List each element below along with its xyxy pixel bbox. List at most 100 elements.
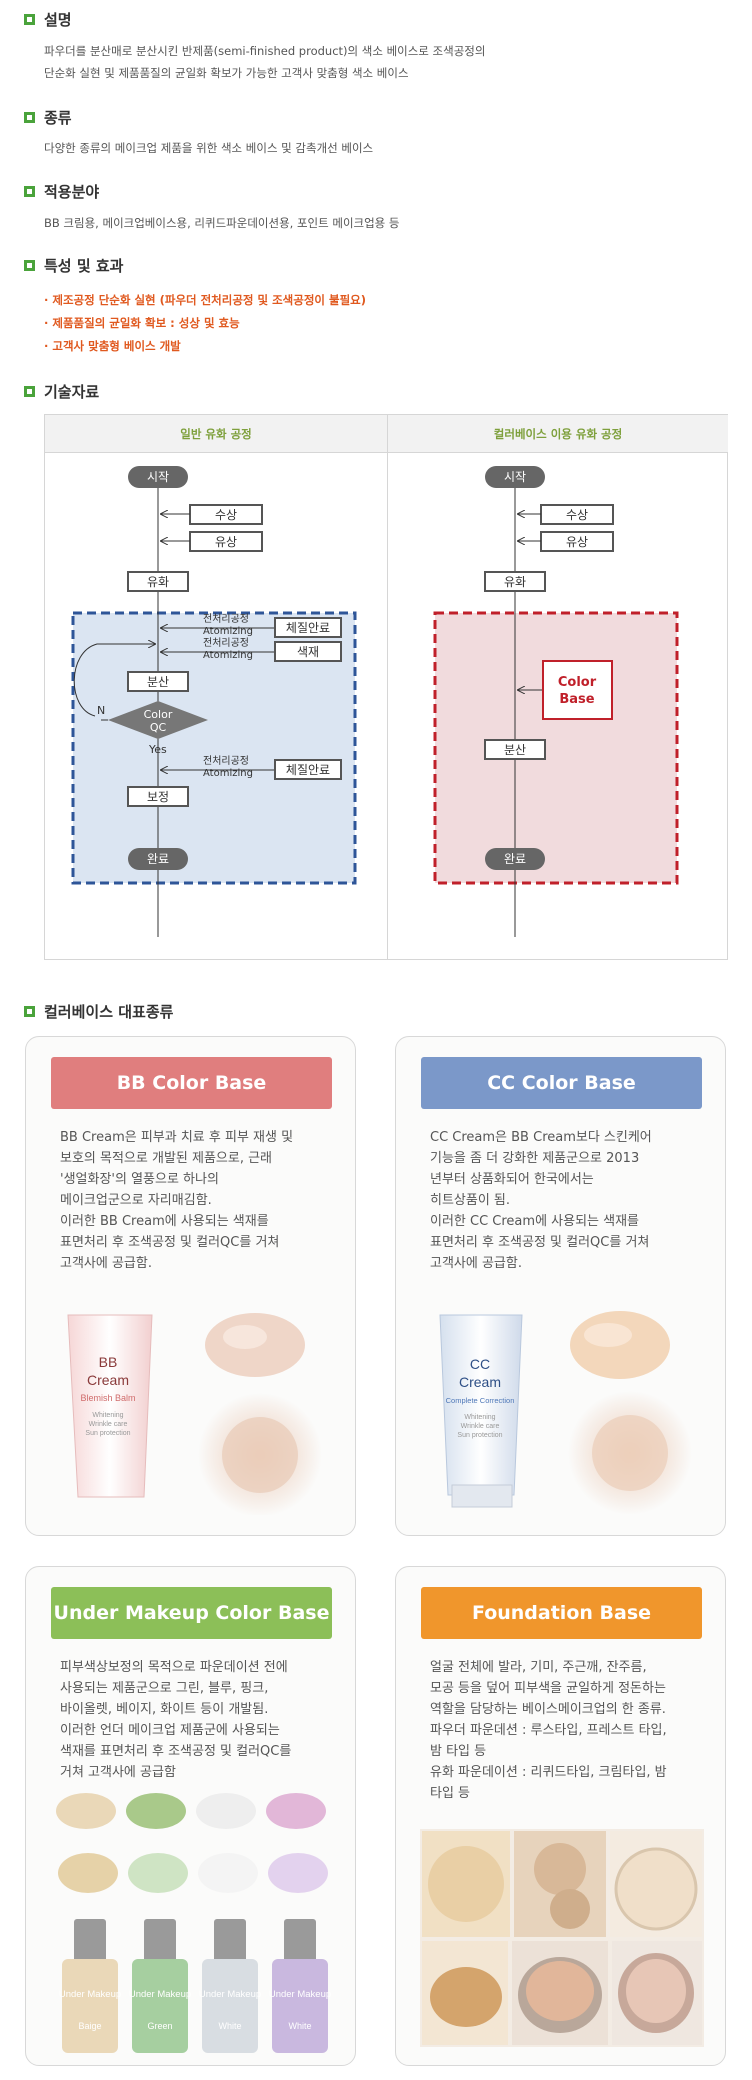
col-header-right: 컬러베이스 이용 유화 공정 [388, 415, 728, 453]
card-title: CC Color Base [421, 1057, 702, 1109]
powder-white [196, 1793, 256, 1829]
card-title: Foundation Base [421, 1587, 702, 1639]
description-line-2: 단순화 실현 및 제품품질의 균일화 확보가 가능한 고객사 맞춤형 색소 베이… [44, 66, 409, 80]
water-phase-label: 수상 [566, 508, 588, 522]
bullet-square-icon [24, 185, 35, 197]
qc-label-2: QC [150, 721, 167, 734]
heading-features: 특성 및 효과 [24, 256, 123, 275]
card-title: Under Makeup Color Base [51, 1587, 332, 1639]
emulsify-label: 유화 [504, 575, 526, 589]
bb-product-photo: BB Cream Blemish Balm Whitening Wrinkle … [67, 1313, 322, 1515]
applications-text: BB 크림용, 메이크업베이스용, 리퀴드파운데이션용, 포인트 메이크업용 등 [44, 216, 400, 230]
feature-item: · 고객사 맞춤형 베이스 개발 [44, 339, 181, 353]
bottle-violet: Under Makeup White [269, 1919, 331, 2053]
bottle-white: Under Makeup White [199, 1919, 261, 2053]
disperse-box [127, 671, 189, 692]
bullet-square-icon [24, 259, 35, 271]
heading-applications: 적용분야 [24, 182, 99, 201]
process-comparison-table: 일반 유화 공정 컬러베이스 이용 유화 공정 시작 수상 유상 유화 전처리공… [44, 414, 728, 960]
tube-text: Blemish Balm [80, 1393, 135, 1403]
disperse-label: 분산 [504, 743, 526, 757]
svg-text:Baige: Baige [78, 2021, 101, 2031]
column-divider [387, 415, 388, 959]
tube-text: Wrinkle care [461, 1423, 500, 1430]
end-label: 완료 [147, 852, 169, 866]
adjust-label: 보정 [147, 790, 169, 804]
svg-text:White: White [288, 2021, 311, 2031]
disperse-box [484, 739, 546, 760]
feature-item: · 제품품질의 균일화 확보 : 성상 및 효능 [44, 316, 240, 330]
oil-phase-label: 유상 [566, 535, 588, 549]
card-bb-color-base: BB Color Base BB Cream은 피부과 치료 후 피부 재생 및… [25, 1036, 356, 1536]
color-base-box [542, 660, 613, 720]
cc-tube [439, 1314, 523, 1496]
heading-tech: 기술자료 [24, 382, 99, 401]
tube-text: Wrinkle care [89, 1421, 128, 1428]
cream-beige [58, 1853, 118, 1893]
qc-label-1: Color [144, 708, 173, 721]
tube-text: Sun protection [457, 1432, 502, 1439]
disperse-label: 분산 [147, 675, 169, 689]
atomizing3-label: Atomizing [203, 768, 253, 779]
oil-phase-label: 유상 [215, 535, 237, 549]
bullet-square-icon [24, 1005, 35, 1017]
tube-text: Cream [87, 1372, 129, 1388]
card-cc-color-base: CC Color Base CC Cream은 BB Cream보다 스킨케어 … [395, 1036, 726, 1536]
card-description: 얼굴 전체에 발라, 기미, 주근깨, 잔주름, 모공 등을 덮어 피부색을 균… [430, 1660, 667, 1801]
foundation-product-photo [420, 1829, 704, 2047]
tube-text: Complete Correction [446, 1396, 515, 1405]
bb-tube [67, 1314, 153, 1498]
flow-diagram-left: 시작 수상 유상 유화 전처리공정 Atomizing 체질안료 전처리공정 A… [71, 466, 357, 937]
powder-pink [266, 1793, 326, 1829]
atomizing1-label: Atomizing [203, 626, 253, 637]
bottle-baige: Under Makeup Baige [59, 1919, 121, 2053]
body-pigment-box [274, 617, 342, 638]
description-line-1: 파우더를 분산매로 분산시킨 반제품(semi-finished product… [44, 44, 486, 58]
start-node [128, 466, 188, 488]
card-title: BB Color Base [51, 1057, 332, 1109]
svg-text:Under Makeup: Under Makeup [199, 1989, 261, 2000]
start-node [485, 466, 545, 488]
bullet-square-icon [24, 111, 35, 123]
powder-beige [56, 1793, 116, 1829]
under-makeup-product-photo: Under Makeup Baige Under Makeup Green Un… [56, 1793, 331, 2053]
bottle-green: Under Makeup Green [129, 1919, 191, 2053]
emulsify-box [127, 571, 189, 592]
end-label: 완료 [504, 852, 526, 866]
no-label: N [97, 704, 105, 717]
cream-white [198, 1853, 258, 1893]
body-pigment-label: 체질안료 [286, 621, 330, 635]
color-base-label-2: Base [559, 692, 594, 707]
cc-product-photo: CC Cream Complete Correction Whitening W… [439, 1311, 692, 1515]
flow-diagram-right: 시작 수상 유상 유화 Color Base 분산 완료 [433, 466, 679, 937]
pre1-label: 전처리공정 [203, 613, 249, 625]
colorant-label: 색재 [297, 645, 319, 659]
emulsify-label: 유화 [147, 575, 169, 589]
tube-text: CC [470, 1356, 490, 1372]
cream-violet [268, 1853, 328, 1893]
end-node [128, 848, 188, 870]
col-header-left: 일반 유화 공정 [45, 415, 387, 453]
card-description: 피부색상보정의 목적으로 파운데이션 전에 사용되는 제품군으로 그린, 블루,… [60, 1660, 292, 1780]
svg-text:Under Makeup: Under Makeup [59, 1989, 121, 2000]
end-node [485, 848, 545, 870]
body-pigment-label-2: 체질안료 [286, 763, 330, 777]
water-phase-label: 수상 [215, 508, 237, 522]
tube-text: Sun protection [85, 1430, 130, 1437]
start-label: 시작 [147, 470, 169, 484]
card-under-makeup-color-base: Under Makeup Color Base 피부색상보정의 목적으로 파운데… [25, 1566, 356, 2066]
svg-text:Under Makeup: Under Makeup [129, 1989, 191, 2000]
adjust-box [127, 786, 189, 807]
body-pigment-box-2 [274, 759, 342, 780]
types-text: 다양한 종류의 메이크업 제품을 위한 색소 베이스 및 감촉개선 베이스 [44, 141, 374, 155]
card-description: CC Cream은 BB Cream보다 스킨케어 기능을 좀 더 강화한 제품… [430, 1130, 652, 1271]
pre2-label: 전처리공정 [203, 637, 249, 649]
tube-text: BB [99, 1354, 118, 1370]
powder-green [126, 1793, 186, 1829]
heading-types: 종류 [24, 108, 72, 127]
svg-text:Under Makeup: Under Makeup [269, 1989, 331, 2000]
heading-representative: 컬러베이스 대표종류 [24, 1002, 173, 1021]
atomizing2-label: Atomizing [203, 650, 253, 661]
emulsify-box [484, 571, 546, 592]
card-description: BB Cream은 피부과 치료 후 피부 재생 및 보호의 목적으로 개발된 … [60, 1130, 294, 1271]
